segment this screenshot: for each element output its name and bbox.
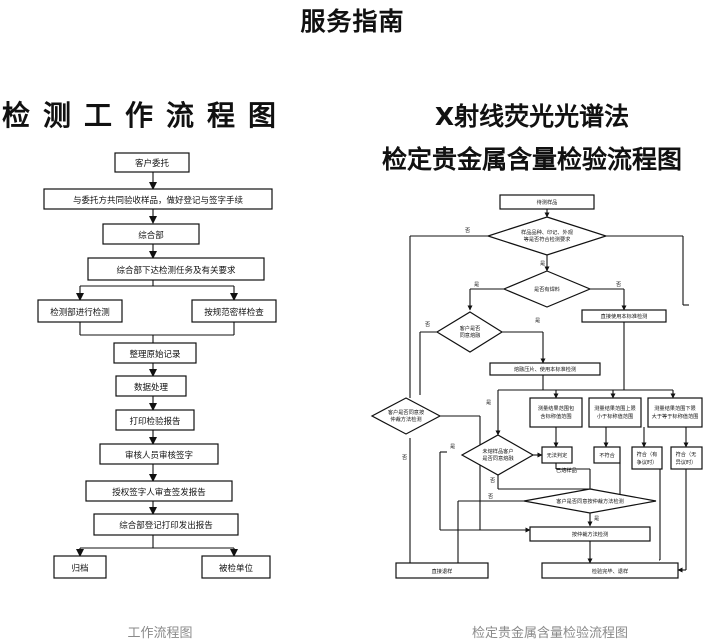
step-spec-check	[191, 299, 277, 323]
node-result-within	[529, 397, 583, 428]
node-result-within-label-1: 测量结果范围包	[538, 404, 574, 412]
step-general-dept	[102, 223, 200, 245]
right-image-caption: 检定贵金属含量检验流程图	[471, 626, 628, 641]
step-authorize-issue	[85, 480, 233, 502]
step-register-send-label: 综合部登记打印发出报告	[119, 520, 213, 531]
node-sample-to-test	[499, 194, 595, 210]
step-client-unit-label: 被检单位	[219, 563, 254, 574]
label-yes-6: 是	[594, 515, 599, 522]
step-client-unit	[201, 555, 271, 579]
step-assign-task-label: 综合部下达检测任务及有关要求	[116, 265, 236, 276]
label-melted-sample: 已熔样品	[556, 466, 577, 474]
right-flowchart-title-line1: X射线荧光光谱法	[434, 102, 630, 131]
node-result-above	[647, 397, 703, 428]
node-direct-standard	[581, 309, 667, 323]
node-not-conform	[593, 446, 621, 464]
node-conform-nodispute-label-1: 符合（无	[676, 450, 697, 458]
node-result-below-label-1: 测量结果范围上限	[594, 404, 636, 412]
step-client-commission	[114, 152, 190, 173]
decision-arbitration-left	[370, 397, 442, 435]
node-conform-nodispute	[670, 446, 703, 470]
step-organize-records-label: 整理原始记录	[129, 349, 181, 360]
step-data-processing	[115, 375, 187, 397]
right-flowchart-title-line2: 检定贵金属含量检验流程图	[381, 145, 682, 174]
step-organize-records	[113, 342, 197, 364]
decision-unmelted-agree	[460, 434, 535, 476]
step-authorize-issue-label: 授权签字人审查签发报告	[112, 487, 206, 498]
decision-sample-requirements-label-1: 样品品种、印记、外观	[521, 228, 574, 236]
label-no-5: 否	[490, 477, 495, 484]
node-conform-dispute	[631, 446, 663, 470]
label-no-3: 否	[425, 321, 430, 328]
left-flowchart-title: 检测工作流程图	[2, 99, 290, 132]
step-general-dept-label: 综合部	[138, 230, 164, 241]
step-data-processing-label: 数据处理	[134, 382, 169, 393]
step-receive-sample-label: 与委托方共同验收样品，做好登记与签字手续	[73, 195, 244, 206]
left-image-caption: 工作流程图	[127, 626, 193, 641]
label-no-2: 否	[616, 281, 621, 288]
decision-agree-melt-label-1: 客户是否	[460, 324, 481, 332]
node-result-below	[588, 397, 642, 428]
node-arbitration-test-label: 按仲裁方法检测	[572, 530, 608, 538]
page-title: 服务指南	[300, 7, 405, 36]
step-assign-task	[87, 257, 265, 281]
right-flowchart: 待测样品 样品品种、印记、外观 等是否符合检测要求 否 是 是否有焊料 是 否 …	[370, 194, 703, 579]
node-direct-standard-label: 直接使用本标准检测	[601, 312, 648, 320]
label-no-1: 否	[465, 227, 470, 234]
node-undetermined	[541, 446, 573, 464]
node-result-above-label-2: 大于等于标称值范围	[652, 412, 699, 420]
decision-unmelted-agree-label-2: 是否同意熔融	[482, 454, 513, 462]
node-finish-return	[541, 562, 679, 579]
step-archive-label: 归档	[71, 563, 88, 574]
node-direct-return	[395, 562, 489, 579]
node-not-conform-label: 不符合	[599, 451, 615, 459]
node-melt-standard	[489, 362, 601, 376]
label-no-4: 否	[402, 454, 407, 461]
node-conform-dispute-label-2: 争议时）	[637, 458, 658, 466]
step-receive-sample	[43, 188, 273, 210]
node-result-below-label-2: 小于标称值范围	[597, 412, 633, 420]
step-testing-dept-label: 检测部进行检测	[50, 307, 110, 318]
node-conform-nodispute-label-2: 异议时）	[676, 458, 697, 466]
node-result-within-label-2: 含标称值范围	[540, 412, 571, 420]
decision-sample-requirements	[486, 216, 608, 256]
node-undetermined-label: 无法判定	[547, 451, 568, 459]
step-testing-dept	[37, 299, 123, 323]
decision-has-solder	[502, 270, 592, 308]
node-arbitration-test	[529, 526, 651, 542]
node-sample-to-test-label: 待测样品	[537, 198, 558, 206]
label-no-6: 否	[488, 493, 493, 500]
decision-arbitration-left-label-2: 仲裁方法检测	[390, 415, 421, 423]
label-yes-2: 是	[474, 281, 479, 288]
decision-unmelted-agree-label-1: 未熔样品客户	[482, 447, 513, 455]
decision-arbitration-left-label-1: 客户是否同意按	[388, 408, 424, 416]
step-archive	[53, 555, 107, 579]
step-review-sign	[99, 443, 219, 465]
decision-has-solder-label: 是否有焊料	[534, 285, 560, 293]
step-print-report-label: 打印检验报告	[129, 416, 180, 427]
label-yes-1: 是	[540, 260, 545, 267]
step-spec-check-label: 按规范密样检查	[204, 307, 264, 318]
node-result-above-label-1: 测量结果范围下限	[654, 404, 696, 412]
node-finish-return-label: 检验完毕、退样	[592, 567, 628, 575]
step-register-send	[93, 513, 239, 536]
decision-arbitration-main	[523, 488, 657, 514]
step-print-report	[115, 409, 195, 431]
decision-agree-melt-label-2: 同意熔融	[460, 331, 481, 339]
label-yes-3: 是	[535, 317, 540, 324]
node-melt-standard-label: 熔融压片、使用本标准检测	[514, 365, 576, 373]
node-conform-dispute-label-1: 符合（有	[637, 450, 658, 458]
decision-sample-requirements-label-2: 等是否符合检测要求	[524, 235, 572, 243]
label-yes-4: 是	[486, 399, 491, 406]
decision-arbitration-main-label: 客户是否同意按仲裁方法检测	[556, 497, 623, 505]
decision-agree-melt	[435, 311, 504, 353]
step-client-commission-label: 客户委托	[135, 158, 170, 169]
left-flowchart: 客户委托 与委托方共同验收样品，做好登记与签字手续 综合部 综合部下达检测任务及…	[37, 152, 277, 579]
step-review-sign-label: 审核人员审核签字	[125, 450, 193, 461]
label-yes-5: 是	[450, 443, 455, 450]
node-direct-return-label: 直接退样	[432, 567, 453, 575]
